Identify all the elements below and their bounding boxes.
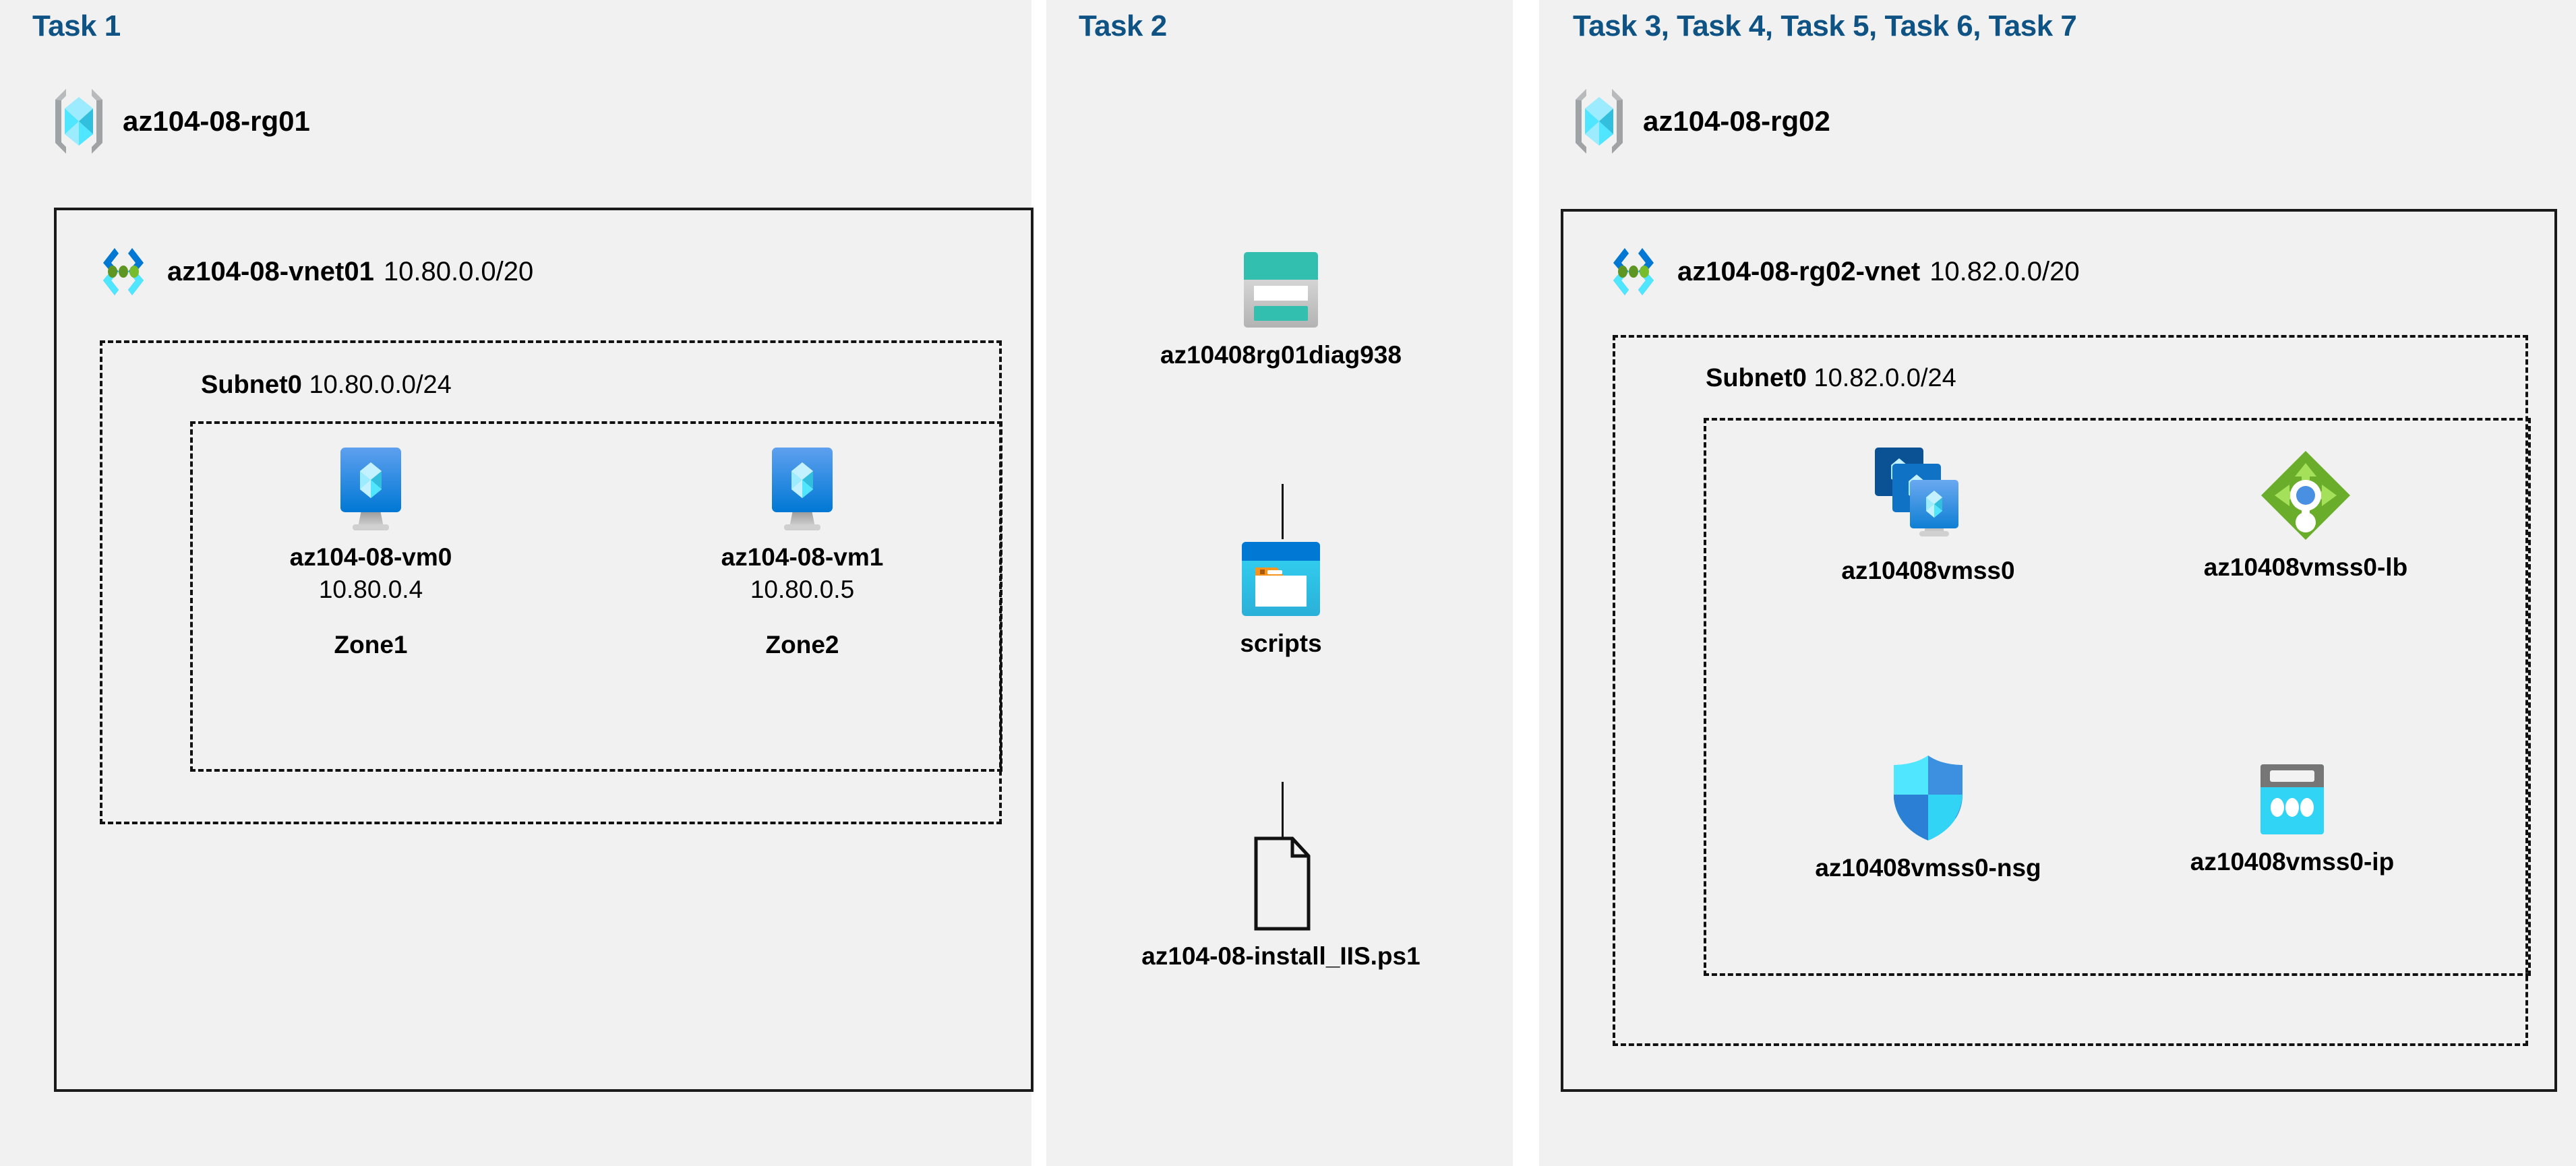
storage-account-icon xyxy=(1240,249,1322,330)
network-security-group-icon xyxy=(1888,751,1968,843)
vnet01-boundary xyxy=(54,208,1034,1092)
vnet01-header: az104-08-vnet01 10.80.0.0/20 xyxy=(94,243,533,301)
public-ip-address-icon xyxy=(2255,762,2329,837)
public-ip-name: az10408vmss0-ip xyxy=(2190,848,2395,876)
vnet02-header: az104-08-rg02-vnet 10.82.0.0/20 xyxy=(1605,243,2080,301)
resource-group-rg01: az104-08-rg01 xyxy=(53,86,310,156)
load-balancer-name: az10408vmss0-lb xyxy=(2203,553,2408,581)
panel-task-1 xyxy=(0,0,1031,1166)
subnet0-left-cidr: 10.80.0.0/24 xyxy=(309,371,452,399)
nsg-name: az10408vmss0-nsg xyxy=(1815,854,2041,882)
node-vmss[interactable]: az10408vmss0 xyxy=(1766,445,2090,585)
vm1-zone: Zone2 xyxy=(765,631,839,658)
blob-container-icon xyxy=(1239,539,1323,619)
vm0-name: az104-08-vm0 xyxy=(289,543,452,571)
vmss-resources-boundary xyxy=(1704,418,2531,976)
virtual-network-icon xyxy=(1605,243,1663,301)
storage-account-name: az10408rg01diag938 xyxy=(1160,341,1402,369)
vnet01-cidr: 10.80.0.0/20 xyxy=(383,256,534,286)
node-blob-container[interactable]: scripts xyxy=(1173,539,1389,658)
task-3-to-7-title: Task 3, Task 4, Task 5, Task 6, Task 7 xyxy=(1573,9,2077,42)
connector-storage-to-scripts xyxy=(1282,484,1284,539)
node-public-ip[interactable]: az10408vmss0-ip xyxy=(2117,762,2467,876)
vnet02-boundary xyxy=(1561,209,2557,1092)
vmss-name: az10408vmss0 xyxy=(1841,557,2015,584)
resource-group-icon xyxy=(1573,86,1625,156)
node-script-file[interactable]: az104-08-install_IIS.ps1 xyxy=(1106,836,1456,971)
connector-scripts-to-file xyxy=(1282,782,1284,840)
node-load-balancer[interactable]: az10408vmss0-lb xyxy=(2144,448,2467,582)
resource-group-name: az104-08-rg02 xyxy=(1643,105,1830,137)
panel-task-3-to-7 xyxy=(1539,0,2576,1166)
vm-scale-set-icon xyxy=(1871,445,1985,546)
resource-group-rg02: az104-08-rg02 xyxy=(1573,86,1830,156)
subnet0-right-name: Subnet0 xyxy=(1706,364,1807,392)
subnet0-right-cidr: 10.82.0.0/24 xyxy=(1814,364,1956,392)
vm0-ip: 10.80.0.4 xyxy=(318,576,423,603)
load-balancer-icon xyxy=(2258,448,2353,543)
vnet01-name: az104-08-vnet01 xyxy=(167,256,374,286)
resource-group-name: az104-08-rg01 xyxy=(123,105,310,137)
availability-zones-boundary xyxy=(190,421,1002,772)
subnet0-left-name: Subnet0 xyxy=(201,371,302,399)
node-storage-account[interactable]: az10408rg01diag938 xyxy=(1112,249,1449,369)
subnet0-right-boundary xyxy=(1613,335,2528,1046)
vm1-ip: 10.80.0.5 xyxy=(750,576,855,603)
subnet0-left-label: Subnet0 10.80.0.0/24 xyxy=(201,371,452,400)
node-vm0[interactable]: az104-08-vm0 10.80.0.4 Zone1 xyxy=(263,445,479,659)
vm0-zone: Zone1 xyxy=(334,631,408,658)
virtual-machine-icon xyxy=(764,445,841,532)
blob-container-name: scripts xyxy=(1240,630,1322,657)
vnet02-name: az104-08-rg02-vnet xyxy=(1677,256,1921,286)
script-file-name: az104-08-install_IIS.ps1 xyxy=(1141,942,1420,970)
node-nsg[interactable]: az10408vmss0-nsg xyxy=(1733,751,2124,882)
vm1-name: az104-08-vm1 xyxy=(721,543,884,571)
virtual-network-icon xyxy=(94,243,152,301)
subnet0-right-label: Subnet0 10.82.0.0/24 xyxy=(1706,364,1956,393)
script-file-icon xyxy=(1244,836,1318,931)
task-1-title: Task 1 xyxy=(32,9,121,42)
resource-group-icon xyxy=(53,86,105,156)
node-vm1[interactable]: az104-08-vm1 10.80.0.5 Zone2 xyxy=(694,445,910,659)
virtual-machine-icon xyxy=(332,445,409,532)
vnet02-cidr: 10.82.0.0/20 xyxy=(1929,256,2080,286)
task-2-title: Task 2 xyxy=(1079,9,1167,42)
